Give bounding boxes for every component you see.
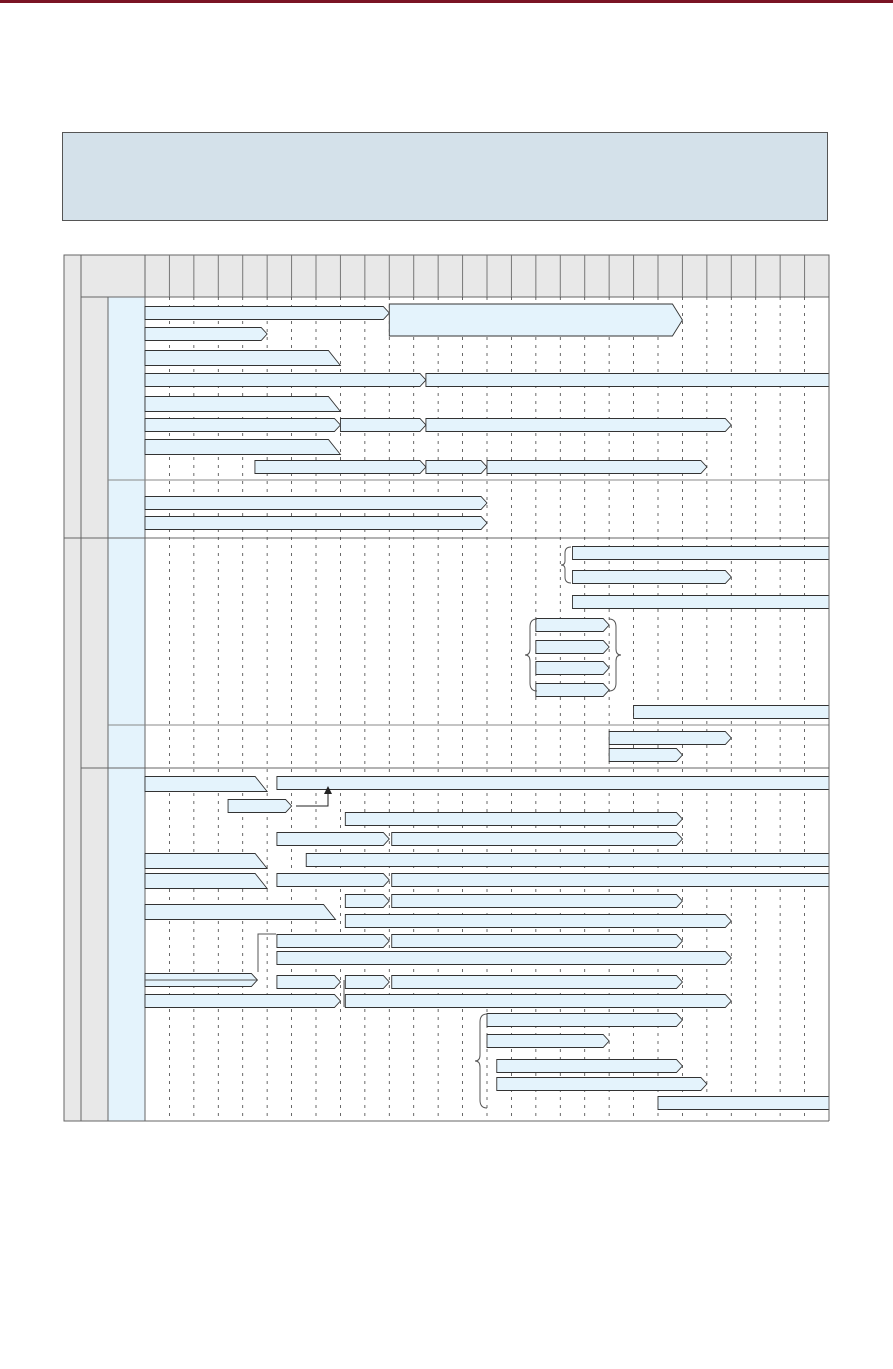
header-box: [62, 132, 828, 221]
roadmap-bar: [144, 776, 269, 792]
roadmap-bar: [425, 418, 732, 432]
header-label-cell: [80, 254, 146, 298]
roadmap-bar: [144, 994, 342, 1008]
roadmap-bar: [608, 748, 684, 762]
roadmap-bar: [486, 1013, 684, 1027]
roadmap-bar: [276, 951, 732, 965]
roadmap-bar: [344, 894, 390, 908]
brace-left: [474, 1013, 488, 1109]
category-cell: [107, 724, 146, 769]
roadmap-bar: [276, 934, 390, 948]
dependency-arrow-icon: [324, 786, 332, 794]
roadmap-bar: [344, 812, 684, 826]
roadmap-bar: [572, 546, 830, 560]
section-column: [63, 254, 82, 1122]
roadmap-bar: [535, 661, 610, 675]
roadmap-bar: [496, 1059, 684, 1073]
roadmap-bar: [535, 618, 610, 632]
category-cell: [107, 296, 146, 481]
roadmap-bar: [425, 460, 488, 474]
roadmap-bar: [633, 705, 830, 719]
roadmap-bar: [276, 832, 390, 846]
roadmap-bar: [572, 595, 830, 609]
roadmap-bar: [339, 418, 427, 432]
top-accent-rule: [0, 0, 893, 3]
roadmap-bar: [391, 975, 684, 989]
roadmap-bar: [535, 640, 610, 654]
brace-left: [560, 546, 572, 584]
roadmap-bar: [227, 799, 293, 813]
roadmap-bar: [391, 934, 684, 948]
roadmap-bar: [144, 873, 269, 889]
roadmap-bar: [391, 832, 684, 846]
roadmap-bar: [388, 303, 683, 337]
timeline-grid: [168, 255, 806, 1121]
roadmap-bar: [344, 994, 732, 1008]
roadmap-bar: [425, 373, 830, 387]
roadmap-bar: [254, 460, 427, 474]
roadmap-bar: [391, 894, 684, 908]
roadmap-bar: [486, 1034, 610, 1048]
roadmap-bar: [144, 373, 427, 387]
roadmap-bar: [144, 327, 268, 341]
category-cell: [107, 479, 146, 539]
roadmap-bar: [144, 350, 342, 366]
roadmap-bar: [496, 1077, 708, 1091]
roadmap-bar: [344, 914, 732, 928]
roadmap-bar: [144, 516, 488, 530]
group-column: [80, 296, 109, 1122]
roadmap-bar: [657, 1096, 830, 1110]
roadmap-bar: [344, 975, 390, 989]
dependency-connector: [296, 792, 329, 807]
category-cell: [107, 767, 146, 1122]
roadmap-bar: [535, 683, 610, 697]
category-cell: [107, 537, 146, 726]
roadmap-bar: [391, 873, 830, 887]
roadmap-bar: [276, 776, 830, 790]
connector-hook: [257, 933, 276, 972]
roadmap-bar: [276, 873, 390, 887]
roadmap-bar: [144, 496, 488, 510]
roadmap-bar: [144, 904, 337, 920]
roadmap-bar: [144, 439, 342, 455]
roadmap-bar: [144, 418, 342, 432]
roadmap-bar: [572, 570, 732, 584]
roadmap-bar: [144, 853, 269, 869]
brace-left: [524, 618, 538, 692]
roadmap-bar: [305, 853, 830, 867]
roadmap-bar: [144, 396, 342, 412]
brace-right: [608, 618, 622, 692]
roadmap-bar: [608, 731, 732, 745]
roadmap-bar: [486, 460, 708, 474]
roadmap-bar: [276, 975, 342, 989]
roadmap-bar: [144, 306, 390, 320]
